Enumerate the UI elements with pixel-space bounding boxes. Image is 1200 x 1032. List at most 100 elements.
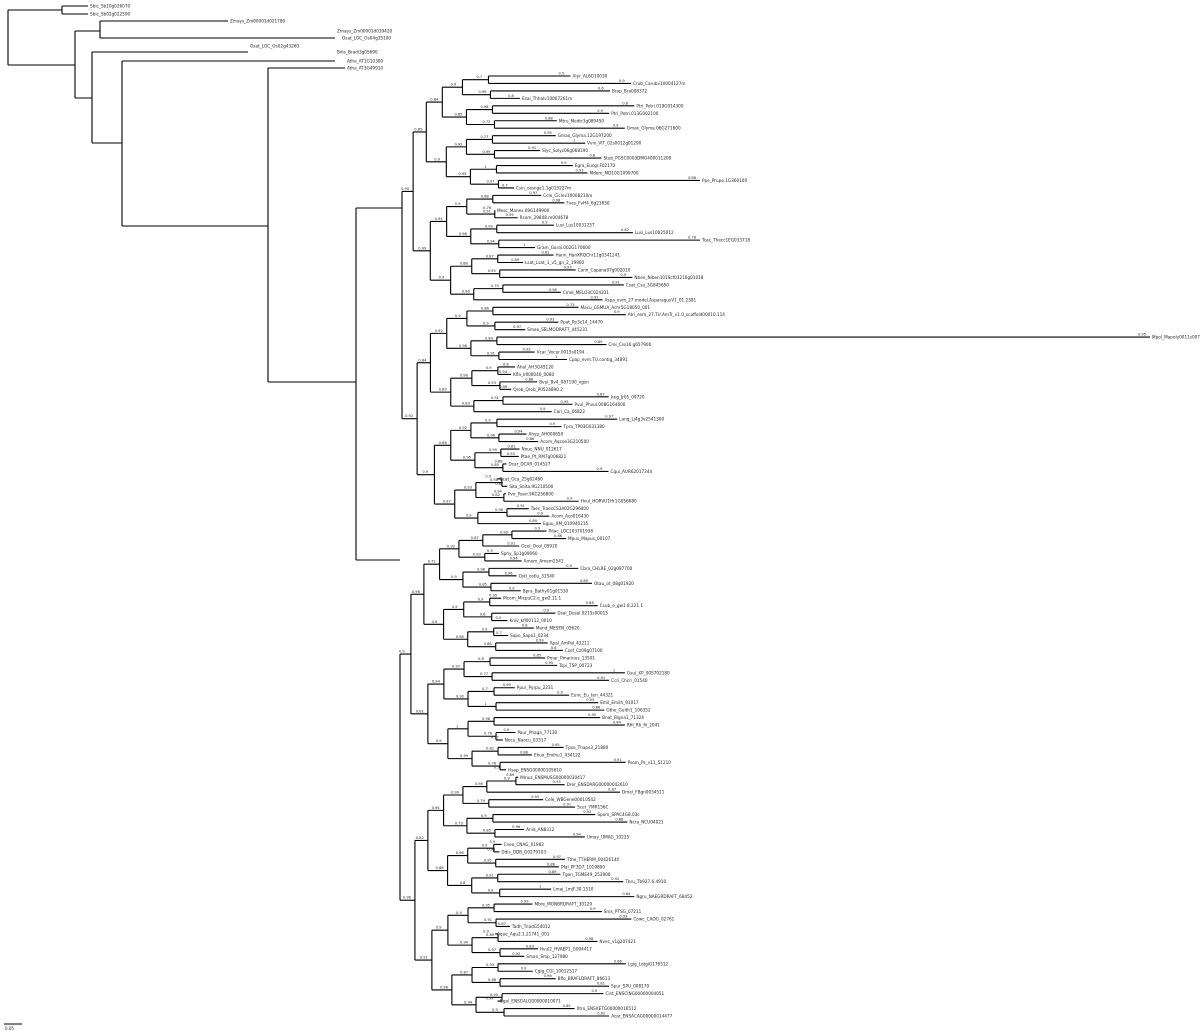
- leaf-label: Tadh_TriadG54012: [511, 924, 551, 929]
- support-value: 0.9: [534, 527, 540, 531]
- leaf-label: Ahyp_AH000650: [528, 432, 563, 437]
- support-value: 0.9: [486, 366, 492, 370]
- leaf-label: Tpse_Thaps3_21880: [565, 745, 609, 750]
- support-value: 0.91: [483, 210, 491, 214]
- support-value: 0.9: [619, 79, 625, 83]
- leaf-label: Hsap_ENSG00000105610: [508, 767, 562, 772]
- support-value: 0.85: [479, 583, 487, 587]
- support-value: 0.88: [495, 459, 504, 463]
- leaf-label: Aque_Aqu2.1.21741_001: [497, 931, 550, 936]
- support-value: 0.97: [529, 191, 537, 195]
- leaf-label: Nben_Niben101Scf03216g01018: [634, 275, 703, 280]
- support-value: 0.92: [597, 1012, 605, 1016]
- support-value: 0.9: [434, 157, 440, 161]
- support-value: 0.9: [591, 989, 597, 993]
- support-value: 0.87: [471, 536, 479, 540]
- support-value: 0.92: [591, 295, 599, 299]
- leaf-label: Hvul_HORVU1Hr1G056680: [581, 499, 637, 504]
- leaf-label: Spom_SPAC4G8.03c: [597, 812, 640, 817]
- support-value: 0.93: [586, 698, 594, 702]
- support-value: 0.5: [496, 616, 502, 620]
- leaf-label: Macu_GSMUA_Achr5G18050_001: [581, 305, 651, 310]
- leaf-label: Qrob_Qrob_P0524890.2: [513, 387, 563, 392]
- support-value: 0.83: [462, 402, 470, 406]
- support-value: 0.86: [614, 959, 623, 963]
- support-value: 0.92: [447, 544, 455, 548]
- support-value: 0.9: [478, 597, 484, 601]
- support-value: 0.88: [484, 642, 493, 646]
- support-value: 0.9: [549, 422, 555, 426]
- support-value: 0.94: [435, 217, 444, 221]
- support-value: 0.92: [583, 810, 591, 814]
- leaf-label: Mbre_MONBRDRAFT_30129: [535, 902, 593, 907]
- leaf-label: Hann_HanXRQChr11g0341241: [556, 253, 621, 258]
- support-value: 0.8: [508, 94, 514, 98]
- support-value: 0.85: [483, 829, 491, 833]
- support-value: 0.9: [542, 221, 548, 225]
- support-value: 0.9: [487, 549, 493, 553]
- support-value: 0.84: [613, 721, 622, 725]
- support-value: 0.9: [597, 467, 603, 471]
- support-value: 0.9: [483, 929, 489, 933]
- leaf-label: Otau_ot_08g01920: [594, 581, 634, 586]
- leaf-label: Mtru_Medtr3g089450: [559, 118, 605, 123]
- support-value: 0.88: [520, 750, 529, 754]
- support-value: 0.79: [491, 284, 500, 288]
- support-value: 0.9: [567, 497, 573, 501]
- support-value: 0.9: [543, 609, 549, 613]
- support-value: 0.7: [496, 631, 502, 635]
- scale-bar-label: 0.05: [5, 1026, 14, 1031]
- support-value: 0.95: [545, 661, 553, 665]
- leaf-label: Cneo_CNAG_01982: [504, 842, 545, 847]
- support-value: 0.92: [405, 414, 413, 418]
- support-value: 0.95: [488, 269, 496, 273]
- leaf-label: Drer_ENSDARG00000042610: [567, 782, 628, 787]
- support-value: 0.99: [486, 997, 495, 1001]
- support-value: 0.93: [576, 168, 584, 172]
- leaf-label: Eguu_XM_010940215: [543, 521, 589, 526]
- leaf-label: Ptri_Potri.019G014300: [636, 103, 684, 108]
- support-value: 0.91: [612, 280, 620, 284]
- leaf-label: Kfla_kfl00040_0080: [513, 372, 555, 377]
- support-value: 0.9: [482, 627, 488, 631]
- support-value: 0.9: [620, 273, 626, 277]
- leaf-label: Czof_Cz09g07100: [565, 648, 603, 653]
- support-value: 0.91: [491, 396, 499, 400]
- leaf-label: Ppe_Prupe.1G360100: [702, 178, 747, 183]
- support-value: 0.77: [480, 135, 488, 139]
- support-value: 0.86: [592, 706, 601, 710]
- support-value: 0.95: [463, 456, 471, 460]
- support-value: 0.88: [586, 601, 595, 605]
- leaf-label: Csat_Csa_3G845650: [626, 282, 669, 287]
- support-value: 0.95: [484, 859, 492, 863]
- support-value: 0.96: [462, 290, 471, 294]
- support-value: 0.96: [544, 974, 553, 978]
- leaf-label: Ddis_DDB_G0279103: [501, 849, 546, 854]
- leaf-label: Gmax_Glyma.12G197200: [558, 133, 612, 138]
- support-value: 0.76: [483, 206, 492, 210]
- leaf-label: Egra_Eucgr.F02170: [575, 163, 616, 168]
- support-value: 0.9: [566, 564, 572, 568]
- support-value: 0.76: [484, 732, 493, 736]
- support-value: 0.92: [611, 877, 619, 881]
- support-value: 0.99: [521, 900, 530, 904]
- leaf-label: Bflo_BRAFLDRAFT_86613: [558, 976, 611, 981]
- support-value: 0.88: [488, 978, 497, 982]
- support-value: 0.96: [403, 896, 412, 900]
- support-value: 0.9: [503, 728, 509, 732]
- support-value: 0.96: [459, 344, 468, 348]
- leaf-labels: Sbic_Sb10g026070Sbic_Sb02g022590Zmays_Zm…: [90, 4, 1200, 1019]
- support-value: 0.96: [495, 508, 504, 512]
- leaf-label: Csin_orange1.1g015227m: [516, 185, 571, 190]
- leaf-label: Pmar_Pmarinus_13501: [547, 655, 595, 660]
- support-value: 0.9: [494, 765, 500, 769]
- support-value: 0.9: [451, 575, 457, 579]
- support-value: 0.96: [412, 590, 421, 594]
- support-value: 0.87: [498, 922, 506, 926]
- support-value: 1: [484, 702, 486, 706]
- support-value: 0.97: [513, 325, 521, 329]
- leaf-label: Osat_LOC_Os02g43260: [250, 44, 299, 49]
- support-value: 0.7: [502, 183, 508, 187]
- support-value: 0.92: [435, 329, 443, 333]
